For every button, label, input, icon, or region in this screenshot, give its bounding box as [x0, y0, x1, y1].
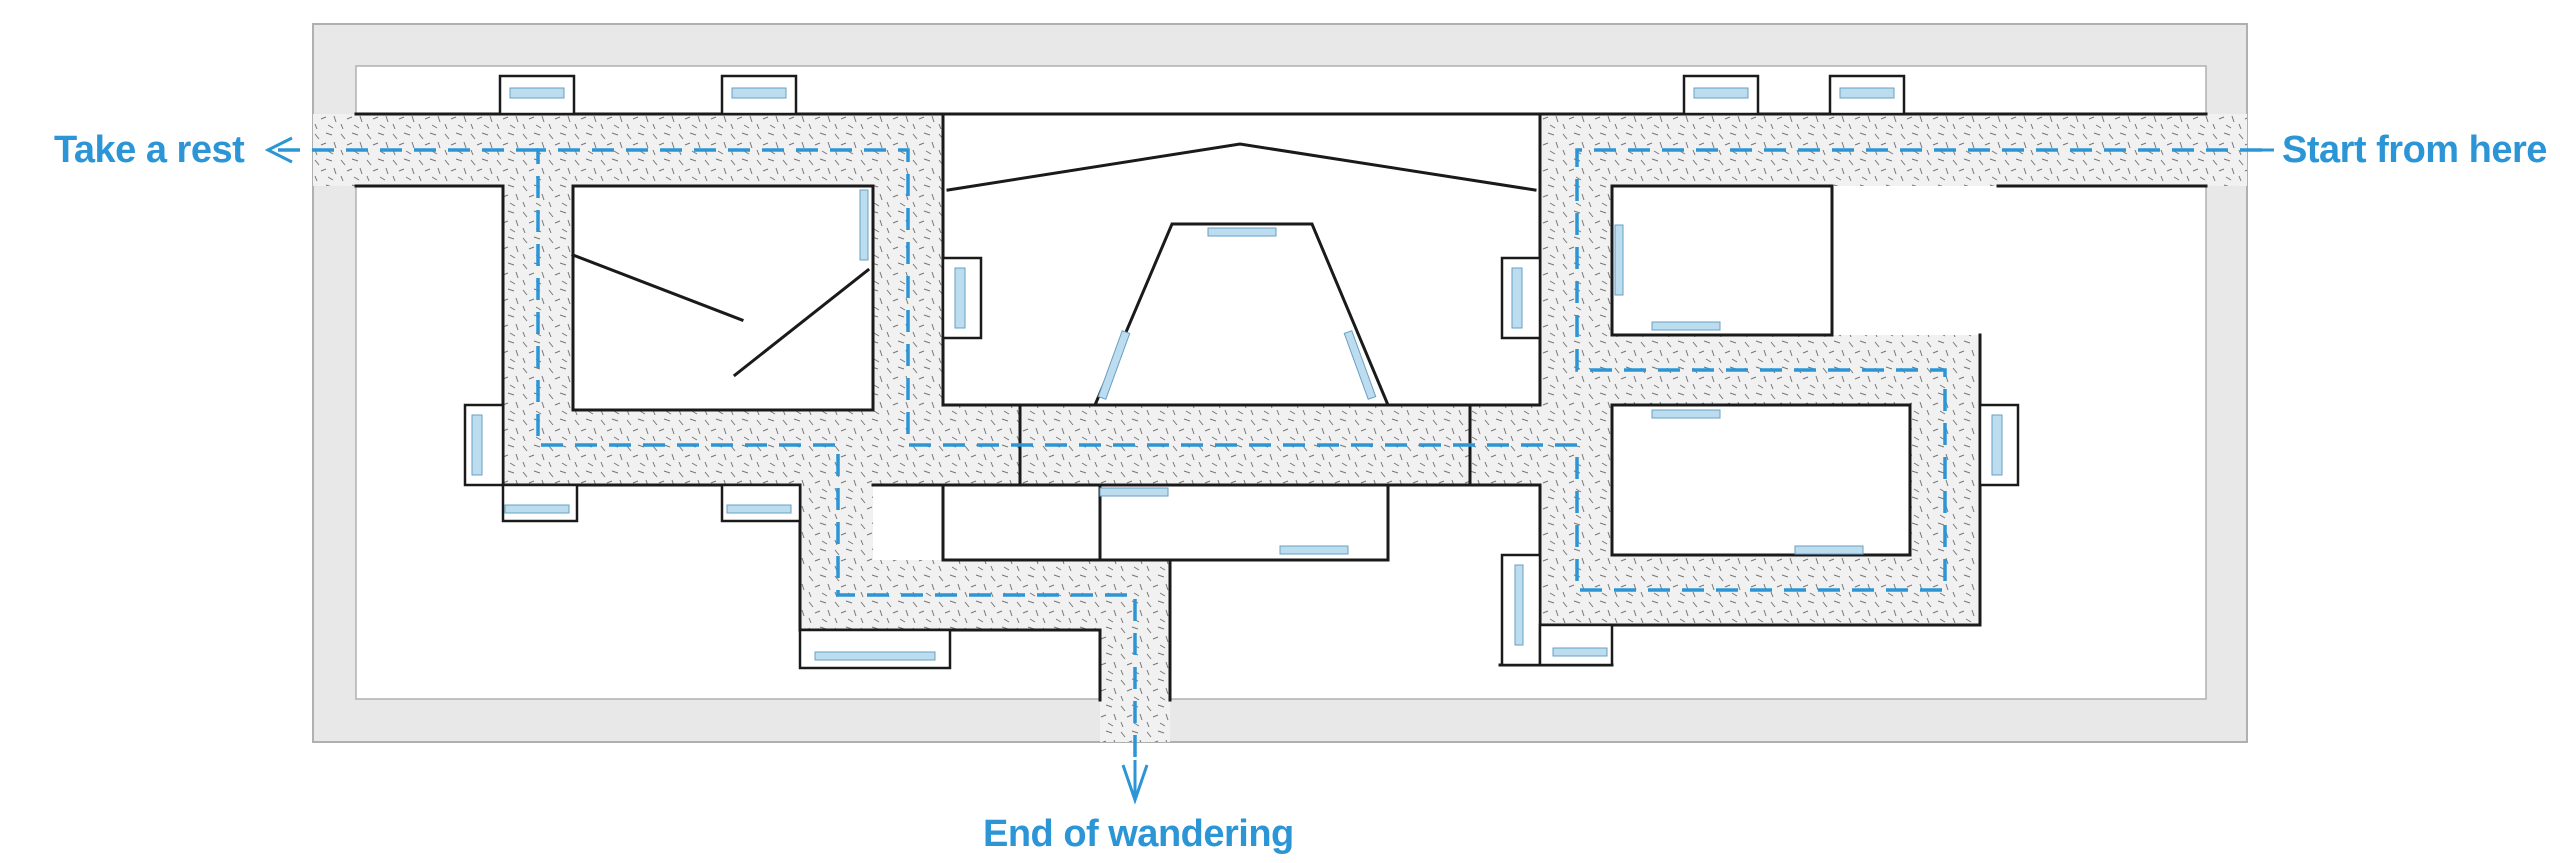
start-from-here-label: Start from here: [2282, 129, 2547, 171]
arrow-left-icon: [264, 136, 293, 164]
arrow-down-icon: [1121, 764, 1149, 805]
take-a-rest-label: Take a rest: [54, 129, 245, 171]
end-of-wandering-label: End of wandering: [983, 813, 1294, 855]
window-glass: [471, 87, 2003, 661]
corridor-top-right: [1540, 114, 2247, 186]
walls: [354, 112, 2208, 702]
path-route: [536, 148, 2262, 760]
wandering-path: [270, 148, 2262, 760]
